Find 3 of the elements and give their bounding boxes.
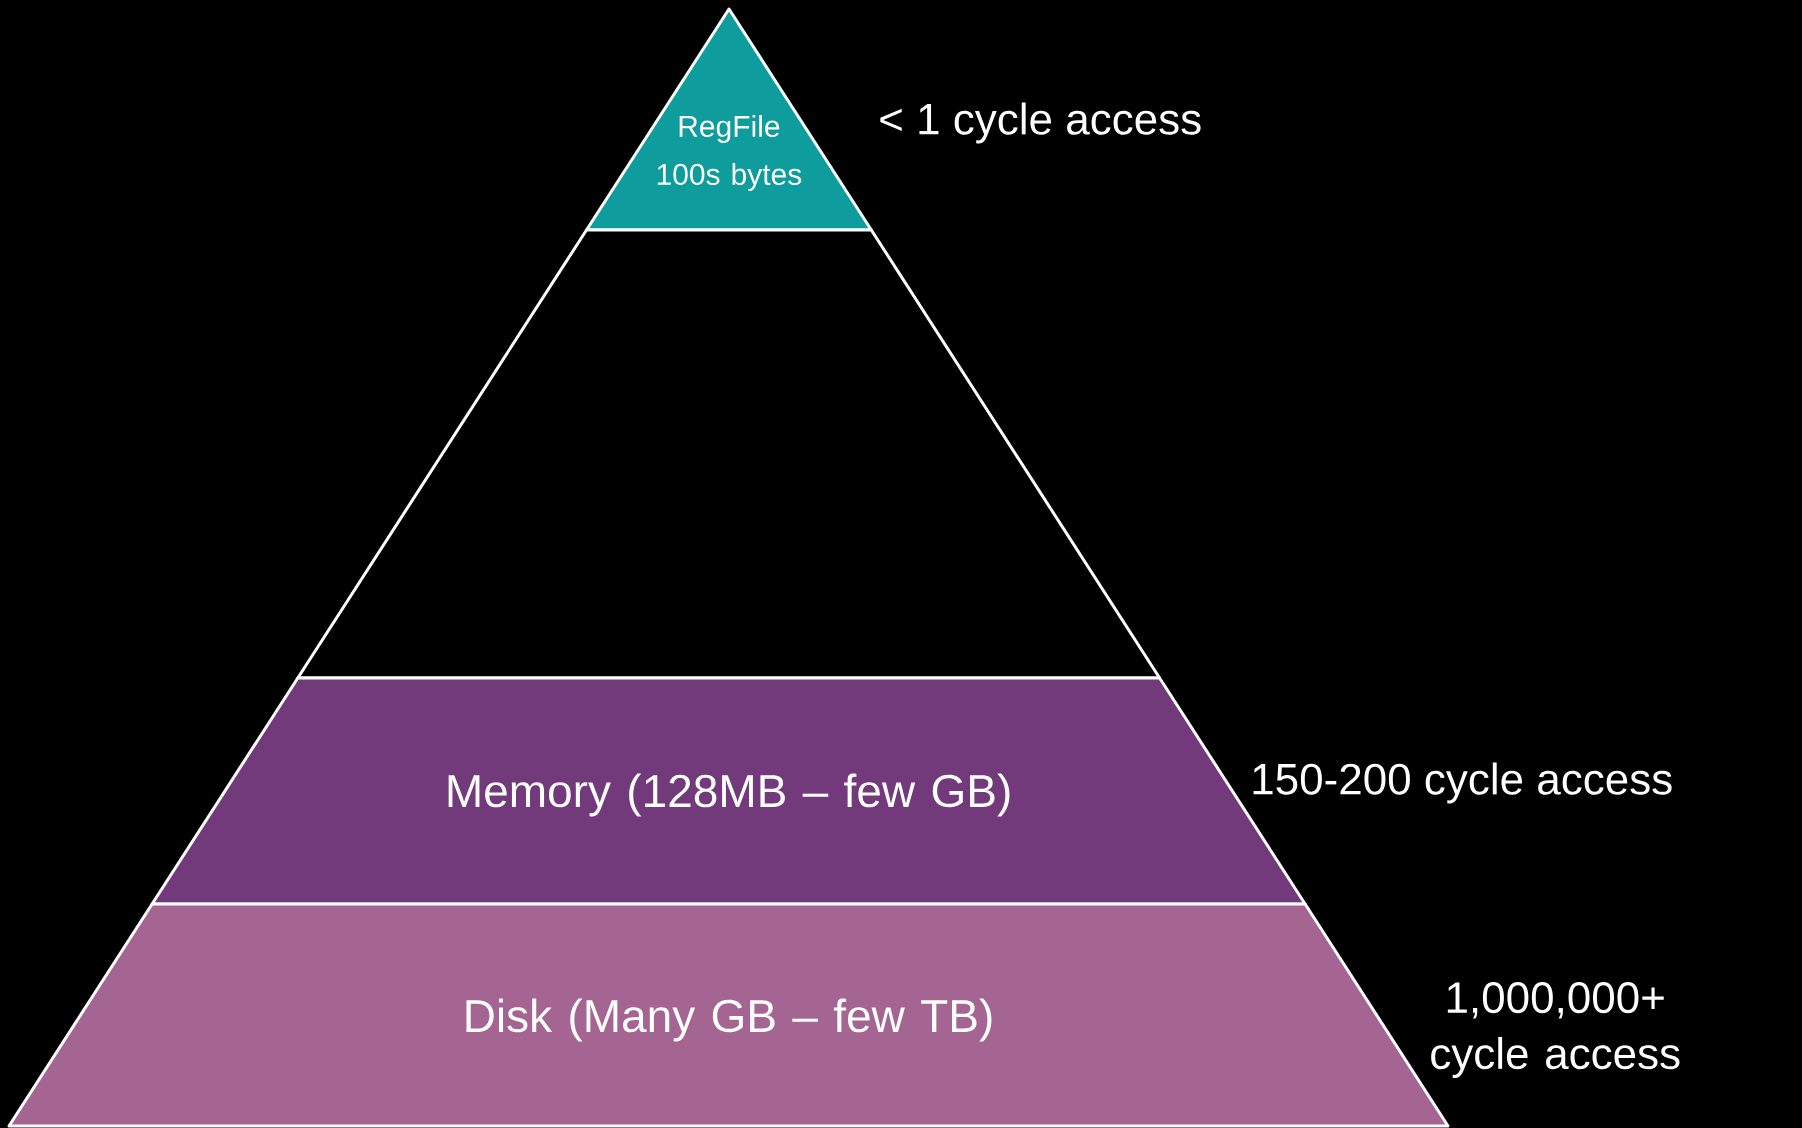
access-time-label: < 1 cycle access <box>880 102 1201 144</box>
pyramid-tier <box>296 228 1162 680</box>
pyramid-tier: RegFile 100s bytes <box>585 7 873 232</box>
